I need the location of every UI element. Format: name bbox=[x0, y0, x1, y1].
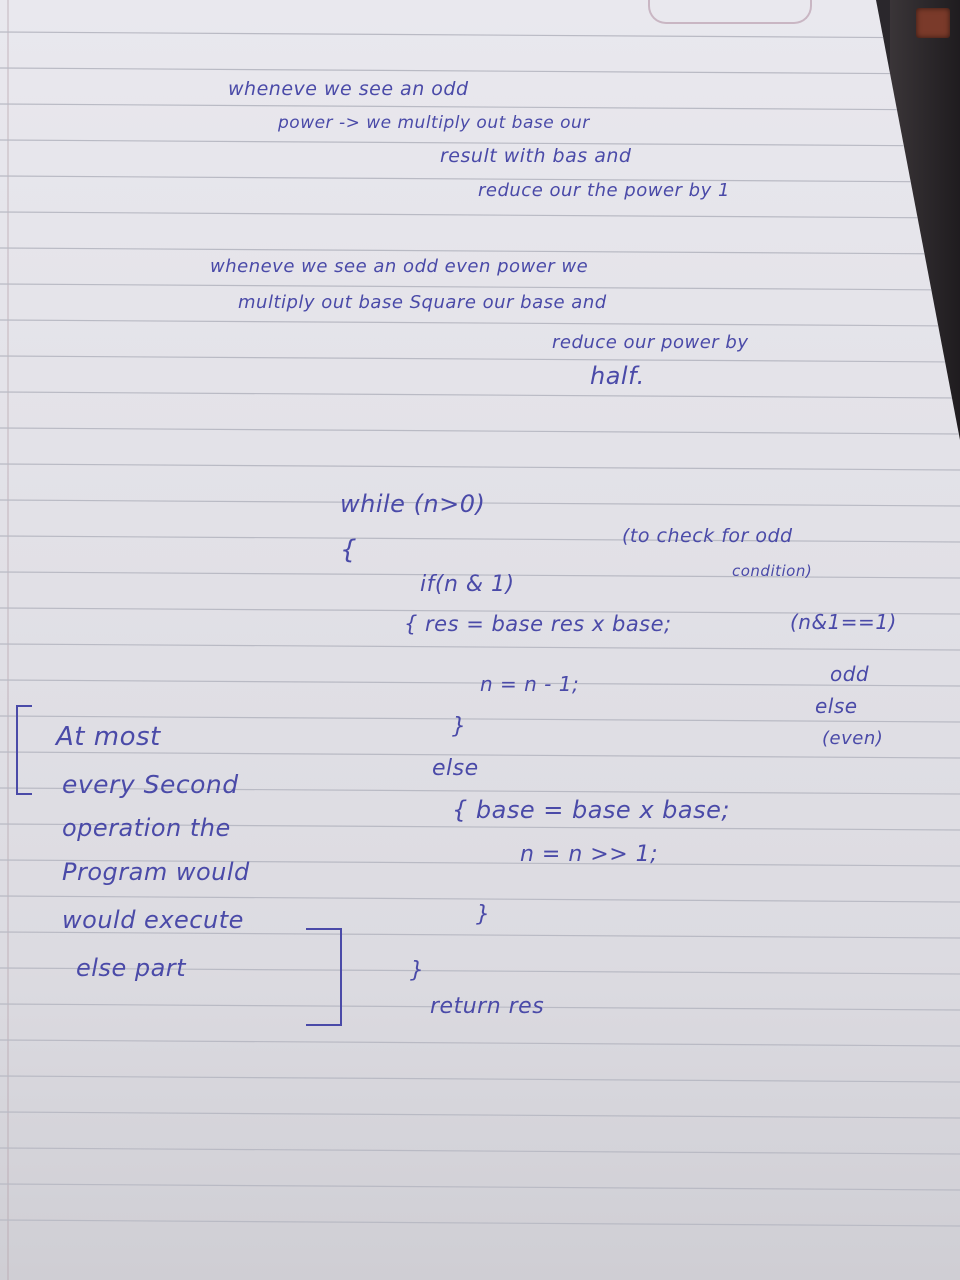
note-line-6: multiply out base Square our base and bbox=[238, 292, 607, 313]
note-line-4: reduce our the power by 1 bbox=[478, 180, 730, 201]
ruled-line bbox=[0, 967, 960, 975]
ruled-line bbox=[0, 319, 960, 327]
note-line-3: result with bas and bbox=[440, 145, 632, 167]
note-line-8: half. bbox=[590, 362, 645, 390]
corner-sticker bbox=[916, 8, 950, 38]
ruled-line bbox=[0, 1147, 960, 1155]
code-comment-odd: (to check for odd bbox=[622, 525, 793, 547]
code-base: { base = base x base; bbox=[452, 796, 730, 824]
ruled-line bbox=[0, 1219, 960, 1227]
side-note-right-bracket bbox=[306, 928, 342, 1026]
code-close-while: } bbox=[410, 958, 425, 983]
ruled-line bbox=[0, 355, 960, 363]
ruled-line bbox=[0, 715, 960, 723]
note-line-2: power -> we multiply out base our bbox=[278, 113, 590, 133]
code-if: if(n & 1) bbox=[420, 572, 515, 597]
code-n-decrement: n = n - 1; bbox=[480, 672, 580, 696]
ruled-line bbox=[0, 211, 960, 219]
ruled-line bbox=[0, 31, 960, 39]
side-note-line-3: operation the bbox=[62, 814, 231, 842]
code-comment-check: (n&1==1) bbox=[790, 610, 897, 634]
ruled-line bbox=[0, 931, 960, 939]
side-note-line-5: would execute bbox=[62, 906, 244, 934]
code-odd-label: odd bbox=[830, 662, 870, 686]
side-note-line-6: else part bbox=[76, 954, 187, 982]
ruled-line bbox=[0, 571, 960, 579]
ruled-line bbox=[0, 283, 960, 291]
ruled-line bbox=[0, 859, 960, 867]
ruled-line bbox=[0, 1039, 960, 1047]
ruled-line bbox=[0, 499, 960, 507]
code-return: return res bbox=[430, 994, 545, 1019]
ruled-line bbox=[0, 643, 960, 651]
code-shift: n = n >> 1; bbox=[520, 842, 659, 867]
margin-line bbox=[7, 0, 9, 1280]
note-line-7: reduce our power by bbox=[552, 332, 749, 353]
code-comment-condition: condition) bbox=[732, 562, 813, 580]
ruled-line bbox=[0, 607, 960, 615]
note-line-5: wheneve we see an odd even power we bbox=[210, 256, 589, 277]
ruled-line bbox=[0, 139, 960, 147]
code-even-label: (even) bbox=[822, 728, 884, 749]
code-while: while (n>0) bbox=[340, 490, 486, 518]
side-note-line-2: every Second bbox=[62, 770, 239, 799]
ruled-line bbox=[0, 247, 960, 255]
ruled-line bbox=[0, 427, 960, 435]
side-note-line-4: Program would bbox=[62, 858, 250, 886]
side-note-left-bracket bbox=[16, 705, 32, 795]
ruled-line bbox=[0, 787, 960, 795]
ruled-line bbox=[0, 1003, 960, 1011]
ruled-line bbox=[0, 103, 960, 111]
ruled-line bbox=[0, 463, 960, 471]
ruled-line bbox=[0, 679, 960, 687]
ruled-line bbox=[0, 535, 960, 543]
page-header-box bbox=[648, 0, 812, 24]
ruled-line bbox=[0, 1183, 960, 1191]
code-res: { res = base res x base; bbox=[404, 612, 672, 636]
ruled-line bbox=[0, 1075, 960, 1083]
ruled-line bbox=[0, 823, 960, 831]
side-note-line-1: At most bbox=[56, 722, 161, 752]
ruled-line bbox=[0, 895, 960, 903]
note-line-1: wheneve we see an odd bbox=[228, 78, 469, 100]
code-close-else: } bbox=[476, 902, 491, 927]
ruled-line bbox=[0, 1111, 960, 1119]
ruled-line bbox=[0, 67, 960, 75]
ruled-line bbox=[0, 751, 960, 759]
code-open-brace: { bbox=[340, 535, 358, 565]
code-close-if: } bbox=[452, 714, 467, 739]
code-else-label: else bbox=[815, 694, 858, 718]
ruled-line bbox=[0, 175, 960, 183]
code-else: else bbox=[432, 756, 479, 781]
ruled-line bbox=[0, 391, 960, 399]
